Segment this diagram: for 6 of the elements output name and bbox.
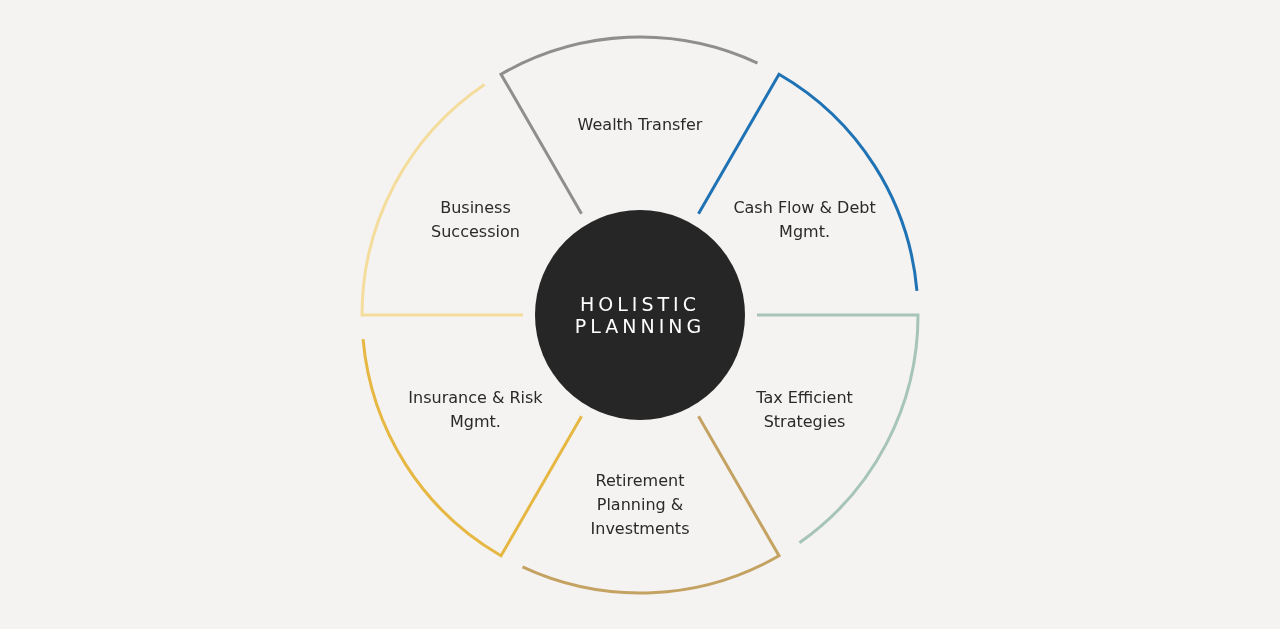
segment-label: Wealth Transfer <box>576 114 704 136</box>
segment-label: Insurance & Risk Mgmt. <box>407 387 544 433</box>
segment-label: Retirement Planning & Investments <box>589 470 691 540</box>
segment-label: Cash Flow & Debt Mgmt. <box>732 197 877 243</box>
segment-label: Business Succession <box>430 197 521 243</box>
segment-label: Tax Efficient Strategies <box>755 387 854 433</box>
